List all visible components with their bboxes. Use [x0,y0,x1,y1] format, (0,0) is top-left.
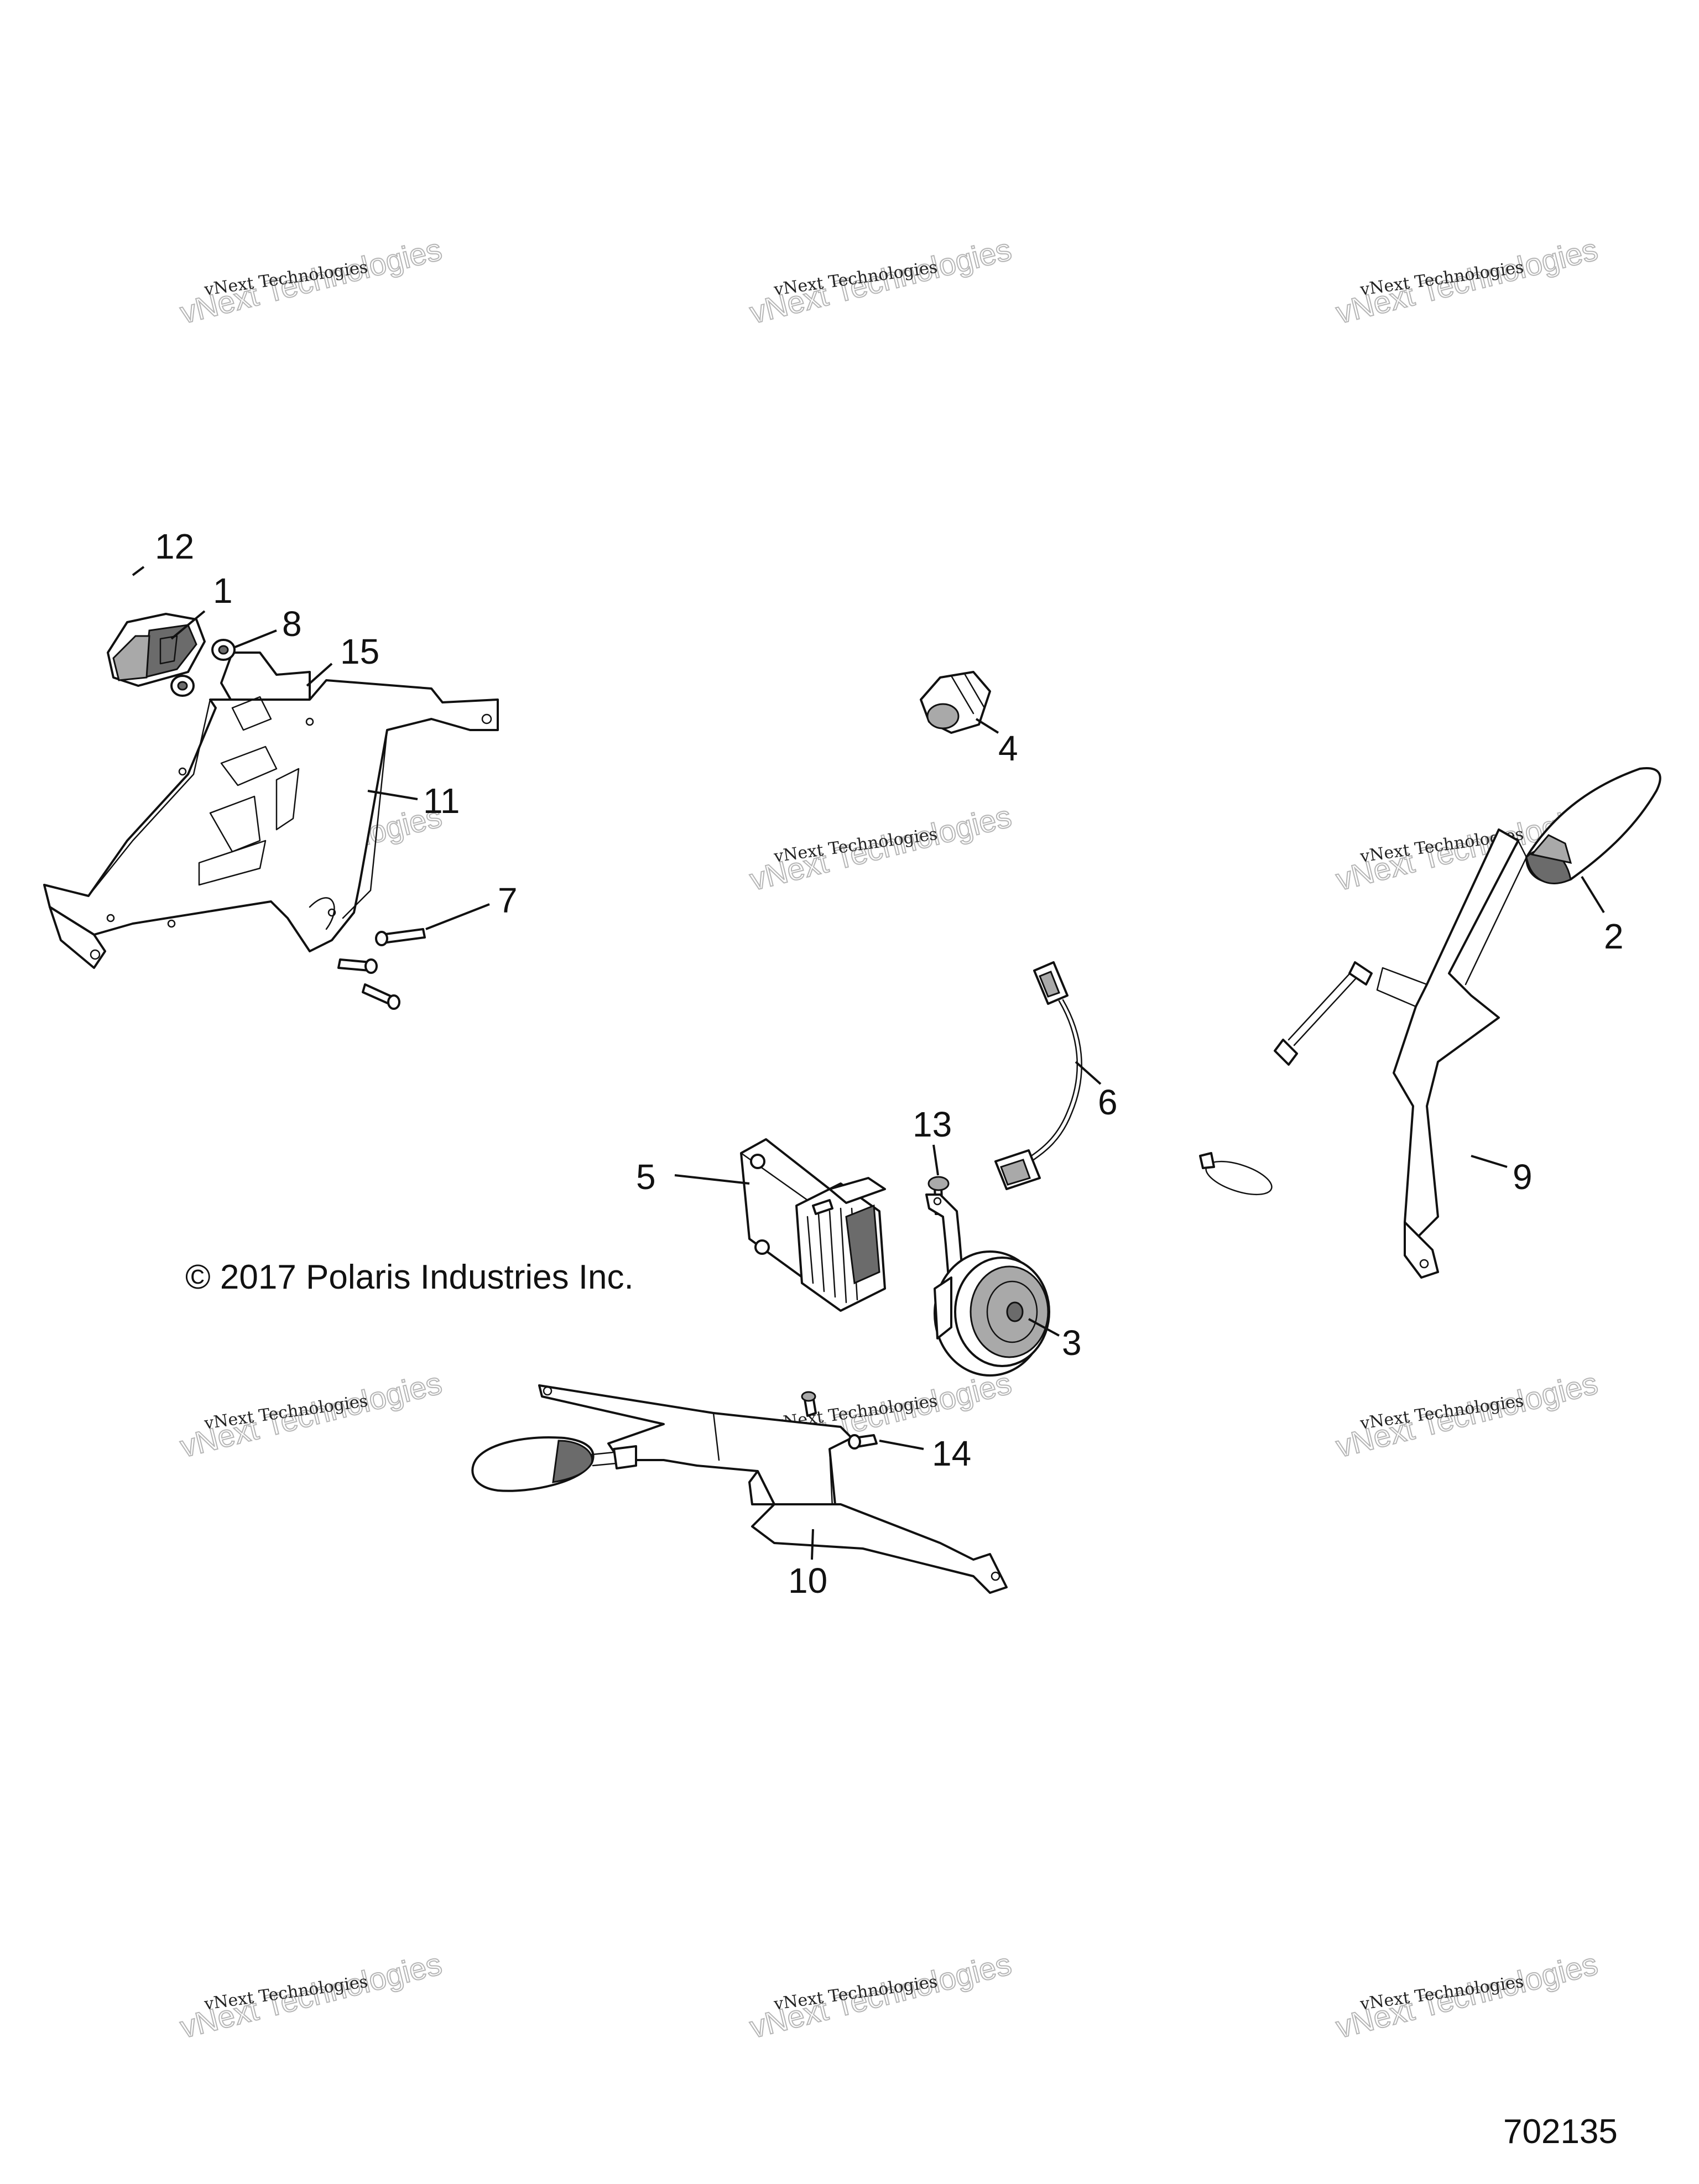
leader-12 [132,566,145,576]
part-14-fastener [848,1434,878,1450]
leader-7 [425,903,490,930]
copyright-notice: © 2017 Polaris Industries Inc. [185,1258,634,1296]
watermark: vNext Technologies vNext Technologies [176,231,445,331]
part-9-right-bracket [1274,828,1528,1279]
leader-9 [1471,1155,1508,1168]
callout-6: 6 [1098,1082,1118,1122]
watermark-grid: vNext Technologies vNext Technologies vN… [176,231,1601,2045]
watermark: vNext Technologies vNext Technologies [746,798,1015,898]
leader-14 [879,1440,924,1450]
callout-3: 3 [1062,1323,1082,1363]
part-4-sleeve [920,671,991,734]
callout-7: 7 [498,880,518,920]
watermark: vNext Technologies vNext Technologies [746,231,1015,331]
wire-tie [1199,1152,1273,1196]
leader-11 [367,790,418,800]
leader-5 [674,1174,750,1185]
callout-11: 11 [423,781,460,821]
callout-13: 13 [913,1104,952,1144]
watermark: vNext Technologies vNext Technologies [176,1946,445,2045]
callout-4: 4 [998,728,1018,768]
callout-5: 5 [636,1157,656,1197]
callout-15: 15 [340,632,379,671]
watermark: vNext Technologies vNext Technologies [1332,1365,1601,1464]
watermark: vNext Technologies vNext Technologies [1332,1946,1601,2045]
leader-8 [234,629,277,648]
leader-3 [1028,1318,1060,1337]
leader-15 [306,663,333,687]
watermark: vNext Technologies vNext Technologies [1332,231,1601,331]
part-11-mounting-bracket [43,651,499,969]
part-1-light-housing [107,613,206,687]
leader-1 [170,610,206,640]
part-5-control-module [740,1138,886,1312]
part-10-lower-bracket [471,1384,1008,1594]
callout-8: 8 [282,604,302,644]
part-6-wiring-harness [994,961,1082,1190]
leader-10 [811,1529,814,1560]
callout-14: 14 [932,1434,971,1473]
callout-9: 9 [1513,1157,1533,1197]
leader-4 [975,718,999,734]
callout-1: 1 [213,571,233,611]
leader-2 [1581,875,1605,914]
part-2-right-turn-signal [1525,767,1661,884]
watermark: vNext Technologies vNext Technologies [746,1946,1015,2045]
callout-2: 2 [1604,916,1624,956]
figure-number: 702135 [1503,2113,1618,2151]
part-7-screws [337,928,426,1010]
part-3-horn [925,1193,1050,1377]
leader-lines [132,566,1605,1560]
leader-6 [1075,1061,1102,1085]
leader-13 [932,1144,939,1176]
callout-12: 12 [155,527,194,566]
callout-10: 10 [788,1561,827,1601]
callout-labels: 12 1 8 15 11 7 4 2 6 13 5 9 3 14 10 [155,527,1624,1601]
part-8-grommets [170,639,236,697]
watermark: vNext Technologies vNext Technologies [176,1365,445,1464]
